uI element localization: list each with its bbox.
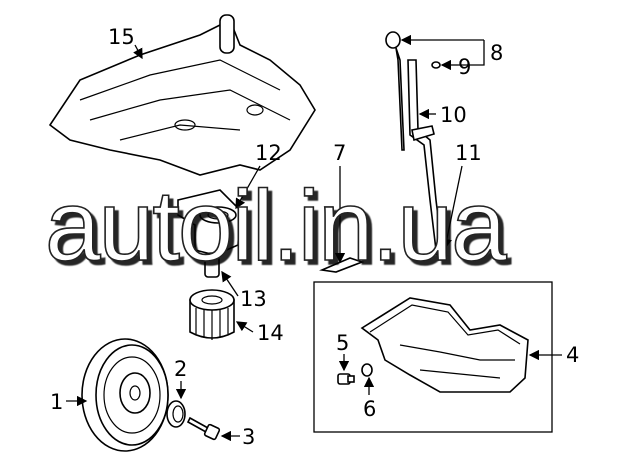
callout-15: 15 xyxy=(108,25,135,49)
callout-11: 11 xyxy=(455,141,482,165)
callout-13: 13 xyxy=(240,287,267,311)
callout-12: 12 xyxy=(255,141,282,165)
callout-5: 5 xyxy=(336,331,349,355)
oil-filter-part xyxy=(189,289,235,340)
drain-washer-part xyxy=(361,363,373,377)
pulley-washer-part xyxy=(166,400,186,428)
callout-6: 6 xyxy=(363,397,376,421)
callout-8: 8 xyxy=(490,41,503,65)
fitting-part xyxy=(204,252,220,278)
callout-3: 3 xyxy=(242,425,255,449)
intake-manifold-part xyxy=(48,14,316,176)
oil-pan-group-box xyxy=(313,281,553,433)
dipstick-part xyxy=(385,31,446,256)
callout-1: 1 xyxy=(50,390,63,414)
drain-plug-part xyxy=(337,373,355,385)
watermark-text: autoil.in.ua xyxy=(45,170,507,282)
callout-2: 2 xyxy=(174,357,187,381)
callout-7: 7 xyxy=(333,141,346,165)
callout-14: 14 xyxy=(257,321,284,345)
pulley-bolt-part xyxy=(186,416,221,441)
crankshaft-pulley-part xyxy=(81,338,169,452)
callout-4: 4 xyxy=(566,343,579,367)
oil-cooler-part xyxy=(177,189,241,256)
callout-9: 9 xyxy=(458,55,471,79)
oil-pan-part xyxy=(360,297,529,393)
callout-10: 10 xyxy=(440,103,467,127)
